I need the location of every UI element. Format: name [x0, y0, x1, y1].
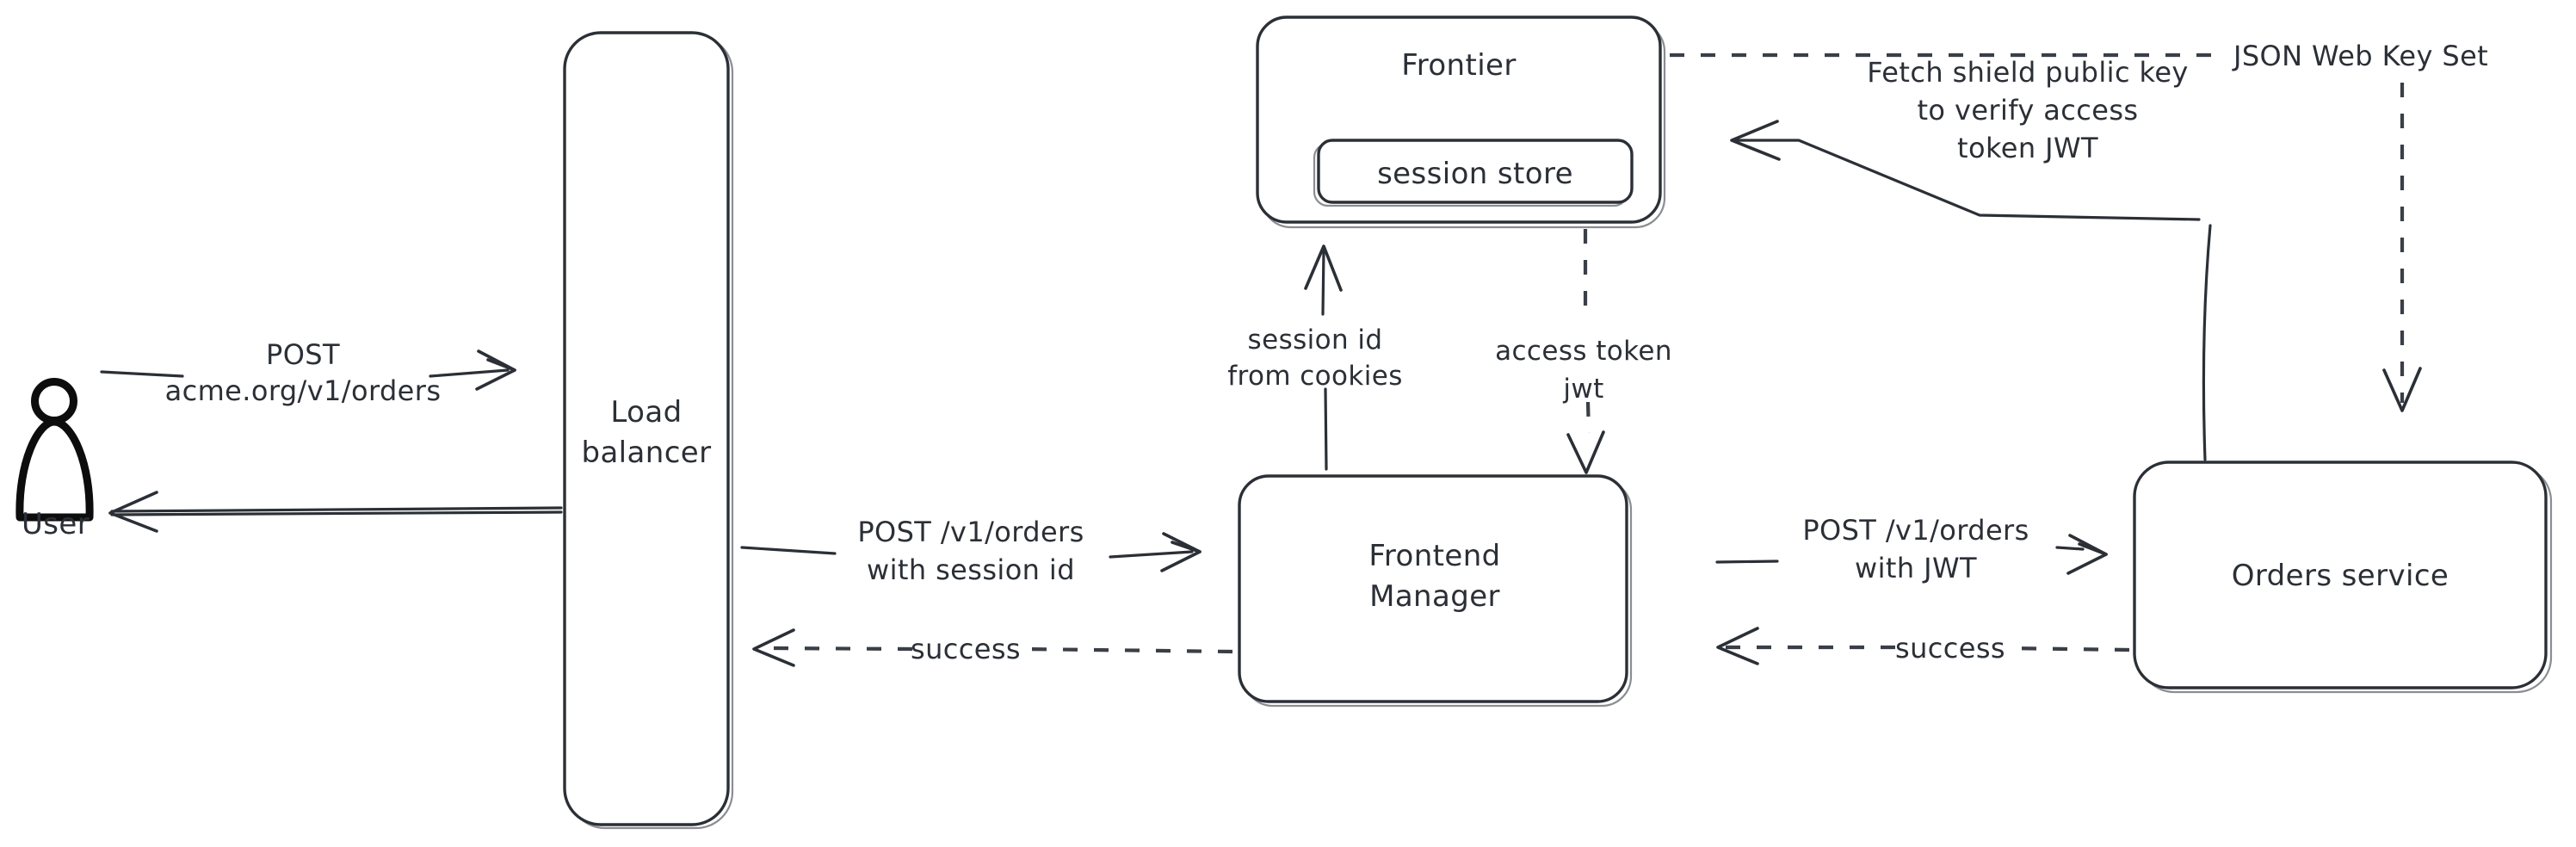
edge-label-orders-to-fm: success: [1895, 632, 2005, 665]
node-session-store[interactable]: session store: [1313, 139, 1634, 207]
node-label-frontier: Frontier: [1401, 48, 1517, 83]
node-load-balancer[interactable]: Load balancer: [563, 31, 734, 830]
node-label-frontend-manager-line1: Frontend: [1368, 539, 1500, 573]
edge-label-orders-to-frontier-line2: to verify access: [1917, 94, 2138, 127]
edge-label-fm-to-lb: success: [911, 633, 1021, 665]
edge-label-lb-to-fm-line1: POST /v1/orders: [857, 516, 1084, 548]
edge-frontier-to-frontend-manager: access token jwt: [1495, 229, 1672, 474]
edge-label-user-to-lb-line2: acme.org/v1/orders: [165, 374, 442, 407]
edge-label-jwks: JSON Web Key Set: [2232, 40, 2488, 72]
node-frontier[interactable]: Frontier session store: [1256, 15, 1666, 229]
node-label-load-balancer-line2: balancer: [581, 436, 711, 470]
edge-label-fm-to-orders-line1: POST /v1/orders: [1802, 514, 2029, 547]
edge-user-to-load-balancer: POST acme.org/v1/orders: [100, 338, 516, 407]
edge-frontend-manager-to-orders-service: POST /v1/orders with JWT: [1715, 514, 2108, 584]
edge-load-balancer-to-user: [108, 491, 563, 533]
node-label-orders-service: Orders service: [2232, 559, 2449, 593]
user-icon: [15, 378, 94, 522]
node-frontend-manager[interactable]: Frontend Manager: [1238, 474, 1633, 708]
edge-label-fm-to-frontier-line1: session id: [1248, 325, 1383, 355]
edge-label-user-to-lb-line1: POST: [266, 338, 340, 371]
edge-label-frontier-to-fm-line1: access token: [1495, 336, 1672, 367]
edge-frontend-manager-to-frontier: session id from cookies: [1227, 244, 1403, 471]
edge-frontend-manager-to-load-balancer: success: [752, 628, 1233, 667]
node-user[interactable]: User: [15, 378, 94, 542]
edge-label-lb-to-fm-line2: with session id: [867, 553, 1075, 586]
edge-orders-service-to-frontend-manager: success: [1716, 627, 2130, 665]
edge-label-frontier-to-fm-line2: jwt: [1562, 374, 1603, 405]
edge-load-balancer-to-frontend-manager: POST /v1/orders with session id: [740, 516, 1202, 586]
edge-orders-service-to-frontier: Fetch shield public key to verify access…: [1730, 56, 2212, 461]
edge-label-orders-to-frontier-line1: Fetch shield public key: [1867, 56, 2189, 89]
node-label-user: User: [22, 507, 90, 541]
node-orders-service[interactable]: Orders service: [2133, 461, 2553, 694]
edge-label-fm-to-orders-line2: with JWT: [1855, 552, 1977, 584]
edge-label-fm-to-frontier-line2: from cookies: [1227, 361, 1403, 392]
edge-label-orders-to-frontier-line3: token JWT: [1957, 132, 2098, 164]
edge-frontier-to-orders-service-jwks: JSON Web Key Set: [1670, 40, 2488, 412]
node-label-load-balancer-line1: Load: [610, 395, 682, 430]
node-label-frontend-manager-line2: Manager: [1369, 579, 1500, 614]
node-label-session-store: session store: [1377, 157, 1573, 191]
